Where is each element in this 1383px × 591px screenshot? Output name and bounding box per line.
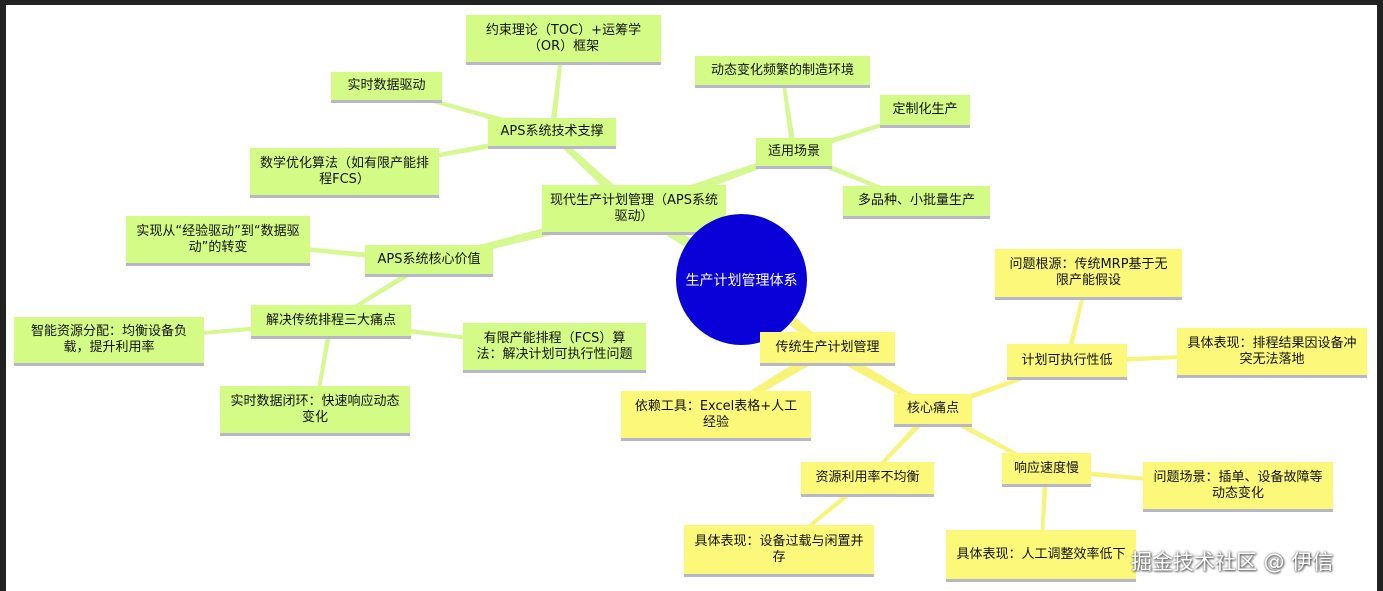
node-label: 计划可执行性低 bbox=[1021, 352, 1113, 368]
node-label: 核心痛点 bbox=[906, 401, 959, 416]
node-dynamic-env[interactable]: 动态变化频繁的制造环境 bbox=[695, 56, 870, 88]
node-overload-idle[interactable]: 具体表现：设备过载与闲置并存 bbox=[684, 525, 874, 577]
node-label: 资源利用率不均衡 bbox=[815, 470, 920, 485]
node-traditional[interactable]: 传统生产计划管理 bbox=[760, 332, 895, 366]
node-uneven-util[interactable]: 资源利用率不均衡 bbox=[801, 462, 934, 497]
node-label: 现代生产计划管理（APS系统驱动） bbox=[550, 192, 718, 224]
mindmap-canvas: 现代生产计划管理（APS系统驱动） APS系统技术支撑 约束理论（TOC）+运筹… bbox=[6, 5, 1377, 591]
node-math-opt[interactable]: 数学优化算法（如有限产能排程FCS） bbox=[250, 148, 439, 198]
node-label: 问题场景：插单、设备故障等动态变化 bbox=[1153, 469, 1323, 501]
node-label: APS系统技术支撑 bbox=[500, 124, 604, 139]
node-label: 定制化生产 bbox=[892, 102, 958, 117]
node-label: 有限产能排程（FCS）算法：解决计划可执行性问题 bbox=[476, 330, 633, 362]
center-node[interactable]: 生产计划管理体系 bbox=[676, 214, 807, 345]
node-experience-to-data[interactable]: 实现从“经验驱动”到“数据驱动”的转变 bbox=[126, 216, 310, 266]
node-label: 具体表现：设备过载与闲置并存 bbox=[694, 533, 864, 565]
node-label: 动态变化频繁的制造环境 bbox=[710, 62, 854, 78]
watermark: 掘金技术社区 @ 伊信 bbox=[1131, 550, 1334, 574]
node-realtime-loop[interactable]: 实时数据闭环：快速响应动态变化 bbox=[220, 386, 410, 436]
node-low-exec[interactable]: 计划可执行性低 bbox=[1007, 344, 1127, 380]
node-realtime-driven[interactable]: 实时数据驱动 bbox=[331, 72, 442, 103]
node-label: 依赖工具：Excel表格+人工经验 bbox=[634, 398, 798, 430]
center-label: 生产计划管理体系 bbox=[685, 272, 798, 289]
node-label: 具体表现：人工调整效率低下 bbox=[956, 546, 1126, 562]
node-scenario[interactable]: 适用场景 bbox=[756, 138, 832, 169]
node-aps-tech[interactable]: APS系统技术支撑 bbox=[488, 118, 616, 149]
node-label: 响应速度慢 bbox=[1013, 460, 1079, 476]
node-label: 传统生产计划管理 bbox=[775, 339, 880, 355]
node-conflict[interactable]: 具体表现：排程结果因设备冲突无法落地 bbox=[1177, 328, 1367, 378]
node-label: 实时数据闭环：快速响应动态变化 bbox=[230, 393, 400, 425]
node-modern[interactable]: 现代生产计划管理（APS系统驱动） bbox=[542, 185, 726, 235]
node-label: 解决传统排程三大痛点 bbox=[265, 312, 396, 328]
node-tools[interactable]: 依赖工具：Excel表格+人工经验 bbox=[621, 391, 811, 441]
node-custom[interactable]: 定制化生产 bbox=[880, 95, 970, 128]
node-label: 多品种、小批量生产 bbox=[857, 193, 975, 208]
node-fcs-algo[interactable]: 有限产能排程（FCS）算法：解决计划可执行性问题 bbox=[463, 323, 646, 373]
node-problem-scene[interactable]: 问题场景：插单、设备故障等动态变化 bbox=[1143, 462, 1333, 512]
node-core-value[interactable]: APS系统核心价值 bbox=[365, 245, 493, 277]
node-slow-response[interactable]: 响应速度慢 bbox=[1002, 453, 1091, 487]
node-smart-alloc[interactable]: 智能资源分配：均衡设备负载，提升利用率 bbox=[14, 317, 204, 366]
node-label: APS系统核心价值 bbox=[377, 251, 481, 267]
link-scenario-dynamic bbox=[780, 71, 797, 154]
node-toc[interactable]: 约束理论（TOC）+运筹学（OR）框架 bbox=[466, 15, 661, 65]
node-pain[interactable]: 核心痛点 bbox=[894, 394, 972, 427]
node-label: 适用场景 bbox=[767, 144, 820, 159]
node-label: 问题根源：传统MRP基于无限产能假设 bbox=[1009, 257, 1168, 288]
node-solve-three[interactable]: 解决传统排程三大痛点 bbox=[251, 305, 411, 339]
node-label: 实现从“经验驱动”到“数据驱动”的转变 bbox=[136, 223, 300, 255]
node-label: 实时数据驱动 bbox=[347, 78, 426, 93]
node-label: 智能资源分配：均衡设备负载，提升利用率 bbox=[30, 324, 187, 355]
node-label: 数学优化算法（如有限产能排程FCS） bbox=[259, 155, 429, 187]
node-label: 具体表现：排程结果因设备冲突无法落地 bbox=[1187, 335, 1357, 367]
node-manual-adjust[interactable]: 具体表现：人工调整效率低下 bbox=[946, 530, 1136, 582]
node-label: 约束理论（TOC）+运筹学（OR）框架 bbox=[485, 22, 642, 54]
node-multi-variety[interactable]: 多品种、小批量生产 bbox=[843, 186, 990, 219]
node-root-cause[interactable]: 问题根源：传统MRP基于无限产能假设 bbox=[995, 249, 1182, 300]
